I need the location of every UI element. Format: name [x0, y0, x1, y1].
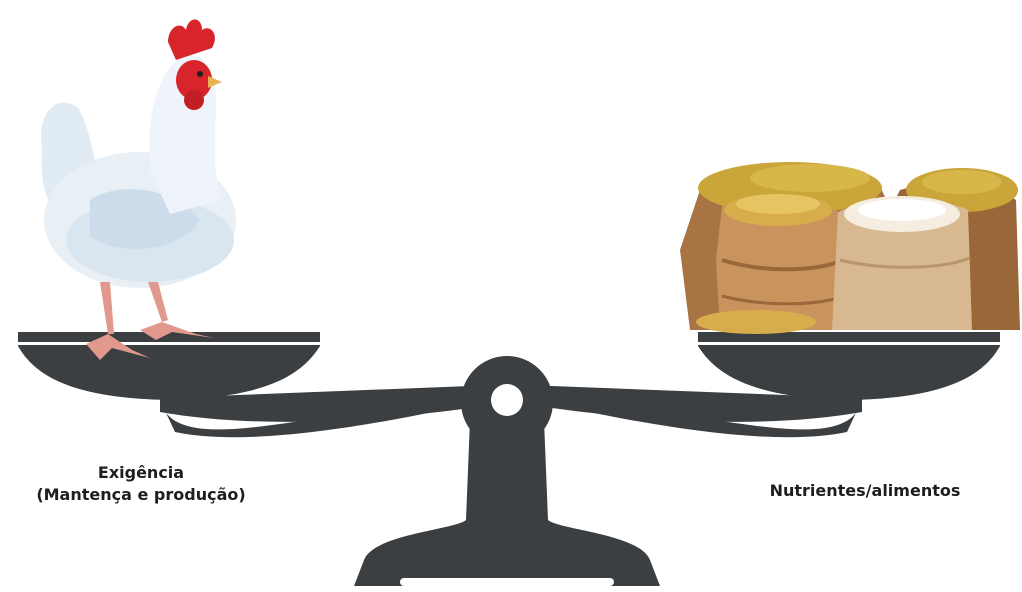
requirement-title: Exigência — [0, 462, 282, 484]
requirement-label: Exigência (Mantença e produção) — [0, 462, 282, 506]
nutrients-text: Nutrientes/alimentos — [730, 480, 1000, 502]
right-pan-highlight — [698, 342, 1000, 345]
nutrients-label: Nutrientes/alimentos — [730, 480, 1000, 502]
balance-scale-icon — [18, 332, 1000, 586]
scale-base-slot — [400, 578, 614, 586]
scale-pivot-hole — [491, 384, 523, 416]
scale-stand — [354, 420, 660, 586]
requirement-subtitle: (Mantença e produção) — [0, 484, 282, 506]
feed-sacks-icon — [680, 162, 1020, 334]
hen-icon — [41, 20, 236, 361]
left-pan-highlight — [18, 342, 320, 345]
